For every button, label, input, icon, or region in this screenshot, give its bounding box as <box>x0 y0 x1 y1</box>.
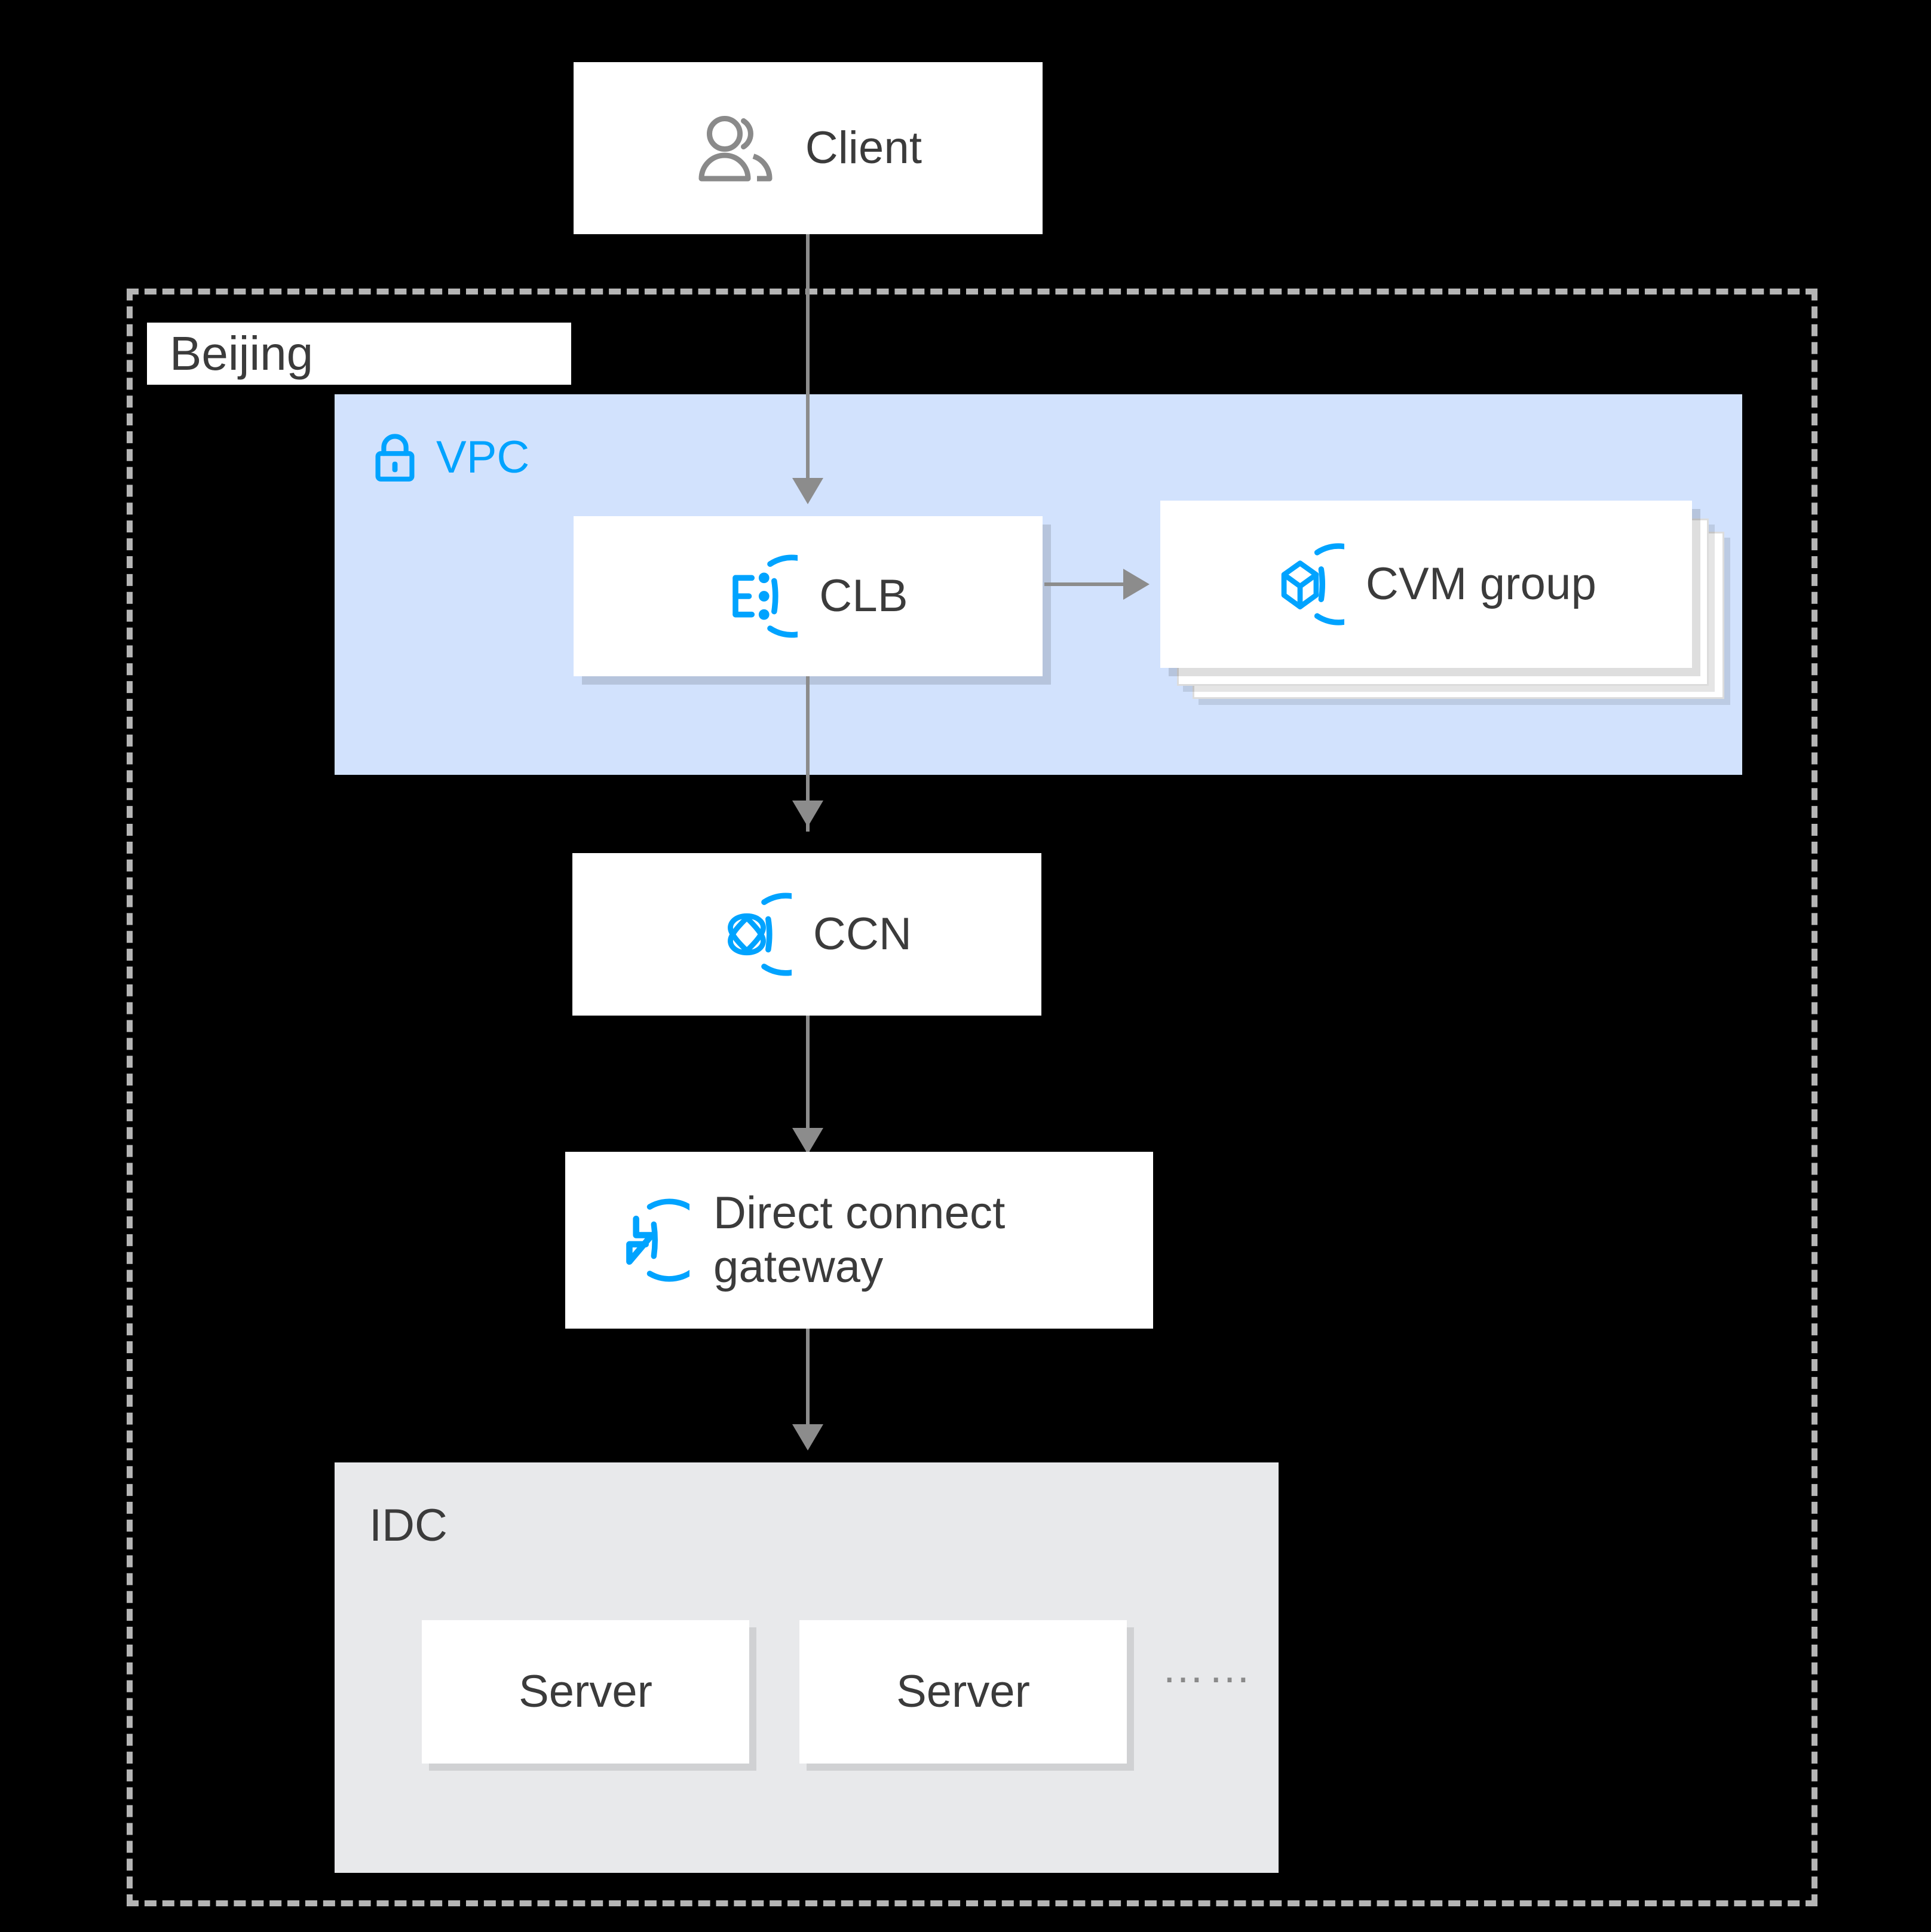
node-server-1[interactable]: Server <box>422 1620 749 1764</box>
node-client[interactable]: Client <box>574 62 1043 234</box>
node-server-2[interactable]: Server <box>799 1620 1127 1764</box>
users-icon <box>694 112 784 184</box>
cvm-icon <box>1256 540 1380 628</box>
region-label-text: Beijing <box>170 327 314 380</box>
region-label-beijing: Beijing <box>147 323 571 385</box>
node-ccn[interactable]: CCN <box>572 853 1041 1016</box>
clb-icon <box>708 551 833 641</box>
idc-more-servers-ellipsis: …… <box>1161 1644 1255 1692</box>
node-server-2-label: Server <box>896 1666 1030 1717</box>
node-clb-label: CLB <box>819 571 908 622</box>
node-cvm-group-label: CVM group <box>1365 559 1597 610</box>
direct-connect-gateway-icon <box>600 1195 711 1285</box>
ccn-icon <box>702 890 827 979</box>
node-ccn-label: CCN <box>813 909 912 960</box>
lock-icon <box>370 431 419 484</box>
node-clb[interactable]: CLB <box>574 516 1043 676</box>
node-client-label: Client <box>805 122 922 174</box>
node-direct-connect-gateway-label: Direct connect gateway <box>713 1188 1006 1292</box>
region-boundary-beijing <box>127 289 1817 1906</box>
node-server-1-label: Server <box>519 1666 652 1717</box>
node-cvm-group[interactable]: CVM group <box>1160 501 1692 668</box>
idc-label: IDC <box>369 1500 447 1551</box>
vpc-header: VPC <box>370 431 529 484</box>
node-direct-connect-gateway[interactable]: Direct connect gateway <box>565 1152 1153 1329</box>
vpc-label: VPC <box>436 432 530 483</box>
